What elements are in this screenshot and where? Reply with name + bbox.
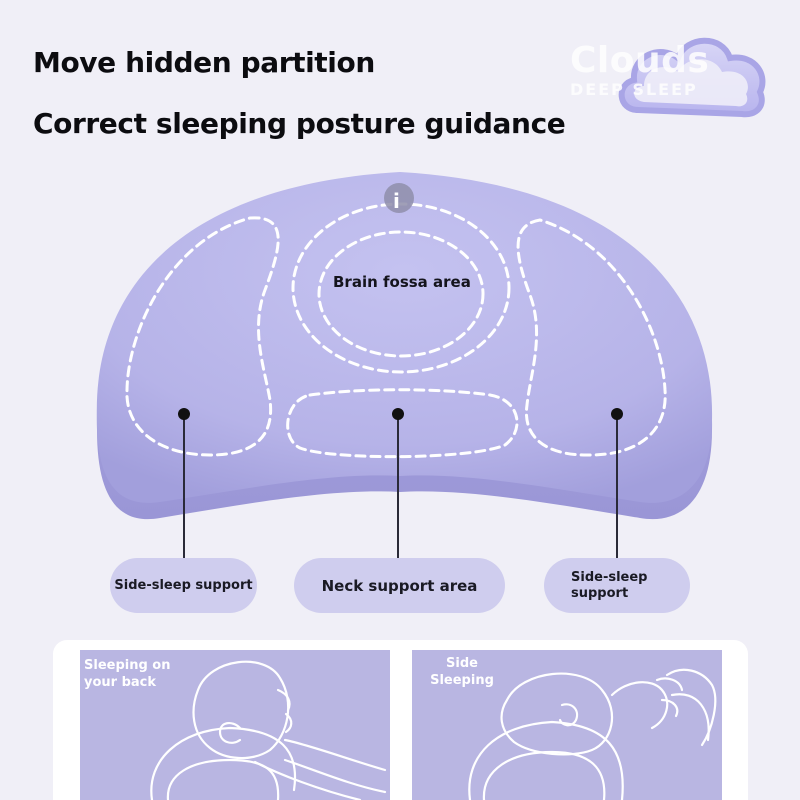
neck-support-area: Neck support area: [294, 558, 505, 613]
cloud-logo-icon: [618, 37, 766, 118]
right-callout-dot: [611, 408, 623, 420]
back-sleep-caption: Sleeping on your back: [84, 658, 171, 690]
brain-zone-inner: [317, 230, 485, 358]
logo-sub-text: DEEP SLEEP: [570, 80, 698, 99]
brain-fossa-label: Brain fossa area: [333, 273, 471, 291]
pillow-illustration: [96, 172, 713, 558]
neck-zone: [286, 388, 519, 459]
baby-back-sleep-icon: [150, 660, 387, 800]
side-sleep-support-right: Side-sleep support: [544, 558, 690, 613]
side-sleep-support-left: Side-sleep support: [110, 558, 257, 613]
logo-wordmark: Clouds DEEP SLEEP: [570, 40, 710, 100]
left-side-zone: [125, 216, 280, 457]
brand-mark-icon: [384, 183, 414, 213]
left-callout-dot: [178, 408, 190, 420]
logo-main-text: Clouds: [570, 40, 710, 81]
brand-mark-letter: i: [393, 189, 400, 213]
headline-partition: Move hidden partition: [33, 46, 375, 79]
side-sleep-support-right-text: Side-sleep support: [571, 569, 648, 601]
right-side-zone: [516, 218, 667, 457]
back-sleep-panel: Sleeping on your back: [80, 650, 390, 800]
side-sleep-caption: Side Sleeping: [430, 656, 494, 688]
pillow-top: [96, 172, 713, 503]
baby-side-sleep-icon: [468, 668, 717, 800]
side-sleep-panel: Side Sleeping: [412, 650, 722, 800]
headline-posture: Correct sleeping posture guidance: [33, 107, 566, 140]
center-callout-dot: [392, 408, 404, 420]
